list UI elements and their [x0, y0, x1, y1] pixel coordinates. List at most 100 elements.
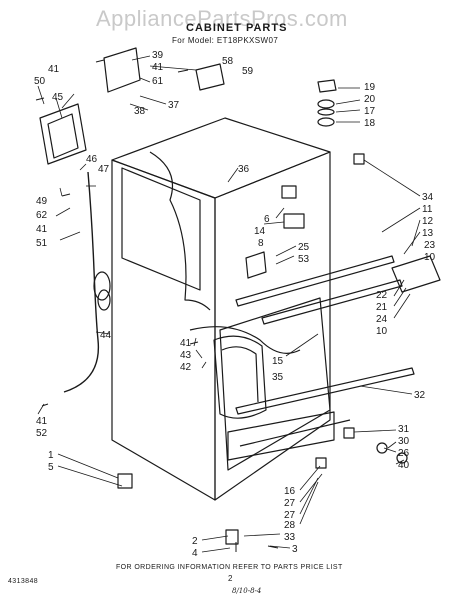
damper-parts: [195, 63, 225, 91]
crisper-rail-middle: [261, 279, 403, 325]
control-box-face: [47, 113, 79, 159]
callout-8: 8: [258, 238, 264, 249]
callout-23: 23: [424, 240, 436, 251]
lower-shelf-support: [227, 411, 335, 461]
clip-34: [353, 153, 365, 165]
callout-13: 13: [422, 228, 434, 239]
callout-10: 10: [376, 326, 388, 337]
cabinet-top: [111, 117, 331, 199]
callout-47: 47: [98, 164, 110, 175]
callout-5: 5: [48, 462, 54, 473]
callout-4: 4: [192, 548, 198, 559]
callout-28: 28: [284, 520, 296, 531]
callout-46: 46: [86, 154, 98, 165]
callout-6: 6: [264, 214, 270, 225]
cabinet-cutaway-upper: [149, 151, 211, 311]
callout-16: 16: [284, 486, 296, 497]
callout-40: 40: [398, 460, 410, 471]
callout-59: 59: [242, 66, 254, 77]
drain-trough: [213, 335, 267, 419]
drain-trough-inner: [221, 346, 259, 403]
callout-39: 39: [152, 50, 164, 61]
upper-liner: [121, 167, 201, 291]
callout-52: 52: [36, 428, 48, 439]
front-roller: [117, 473, 133, 489]
callout-31: 31: [398, 424, 410, 435]
callout-34: 34: [422, 192, 434, 203]
part-20: [317, 99, 335, 109]
callout-12: 12: [422, 216, 434, 227]
ordering-note: FOR ORDERING INFORMATION REFER TO PARTS …: [116, 564, 343, 571]
callout-58: 58: [222, 56, 234, 67]
callout-41: 41: [36, 224, 48, 235]
page-number: 2: [228, 574, 233, 583]
cabinet-right-side: [214, 151, 331, 501]
clip-31: [343, 427, 355, 439]
callout-45: 45: [52, 92, 64, 103]
callout-41: 41: [36, 416, 48, 427]
rear-roller: [225, 529, 239, 545]
callout-18: 18: [364, 118, 376, 129]
callout-44: 44: [100, 330, 112, 341]
hinge-bracket: [391, 255, 441, 293]
leader-lines: [37, 55, 421, 553]
callout-32: 32: [414, 390, 426, 401]
cabinet-cutaway-lower: [189, 326, 301, 354]
callout-33: 33: [284, 532, 296, 543]
cord-coil: [93, 271, 111, 301]
callout-27: 27: [284, 510, 296, 521]
callout-10: 10: [424, 252, 436, 263]
callout-1: 1: [48, 450, 54, 461]
light-bracket: [103, 47, 141, 93]
callout-17: 17: [364, 106, 376, 117]
callout-50: 50: [34, 76, 46, 87]
bottom-rail: [239, 419, 351, 447]
part-6: [281, 185, 297, 199]
callout-43: 43: [180, 350, 192, 361]
part-8: [245, 251, 267, 279]
callout-24: 24: [376, 314, 388, 325]
callout-15: 15: [272, 356, 284, 367]
callout-41: 41: [48, 64, 60, 75]
callout-26: 26: [398, 448, 410, 459]
callout-19: 19: [364, 82, 376, 93]
callout-42: 42: [180, 362, 192, 373]
callout-51: 51: [36, 238, 48, 249]
cord-coil-2: [97, 289, 111, 311]
callout-30: 30: [398, 436, 410, 447]
callout-41: 41: [180, 338, 192, 349]
control-box: [39, 103, 87, 165]
callout-37: 37: [168, 100, 180, 111]
handwritten-note: 8/10-8-4: [232, 587, 262, 595]
callout-20: 20: [364, 94, 376, 105]
callout-62: 62: [36, 210, 48, 221]
part-17: [317, 108, 335, 116]
callout-35: 35: [272, 372, 284, 383]
callout-2: 2: [192, 536, 198, 547]
divider-bar: [235, 367, 415, 415]
part-19: [317, 79, 337, 93]
callout-36: 36: [238, 164, 250, 175]
lower-liner-opening: [219, 297, 331, 471]
callout-38: 38: [134, 106, 146, 117]
power-cord: [63, 171, 100, 393]
callout-61: 61: [152, 76, 164, 87]
screws: [35, 59, 279, 552]
model-number: For Model: ET18PKXSW07: [172, 36, 279, 45]
cap-40: [396, 452, 408, 464]
watermark: AppliancePartsPros.com: [96, 6, 348, 31]
callout-49: 49: [36, 196, 48, 207]
callout-14: 14: [254, 226, 266, 237]
callout-11: 11: [422, 204, 433, 215]
callout-53: 53: [298, 254, 310, 265]
callout-27: 27: [284, 498, 296, 509]
callout-22: 22: [376, 290, 388, 301]
part-18: [317, 117, 335, 127]
cap-26: [376, 442, 388, 454]
callout-21: 21: [376, 302, 388, 313]
reference-code: 4313848: [8, 578, 39, 585]
callout-25: 25: [298, 242, 310, 253]
part-14: [283, 213, 305, 229]
